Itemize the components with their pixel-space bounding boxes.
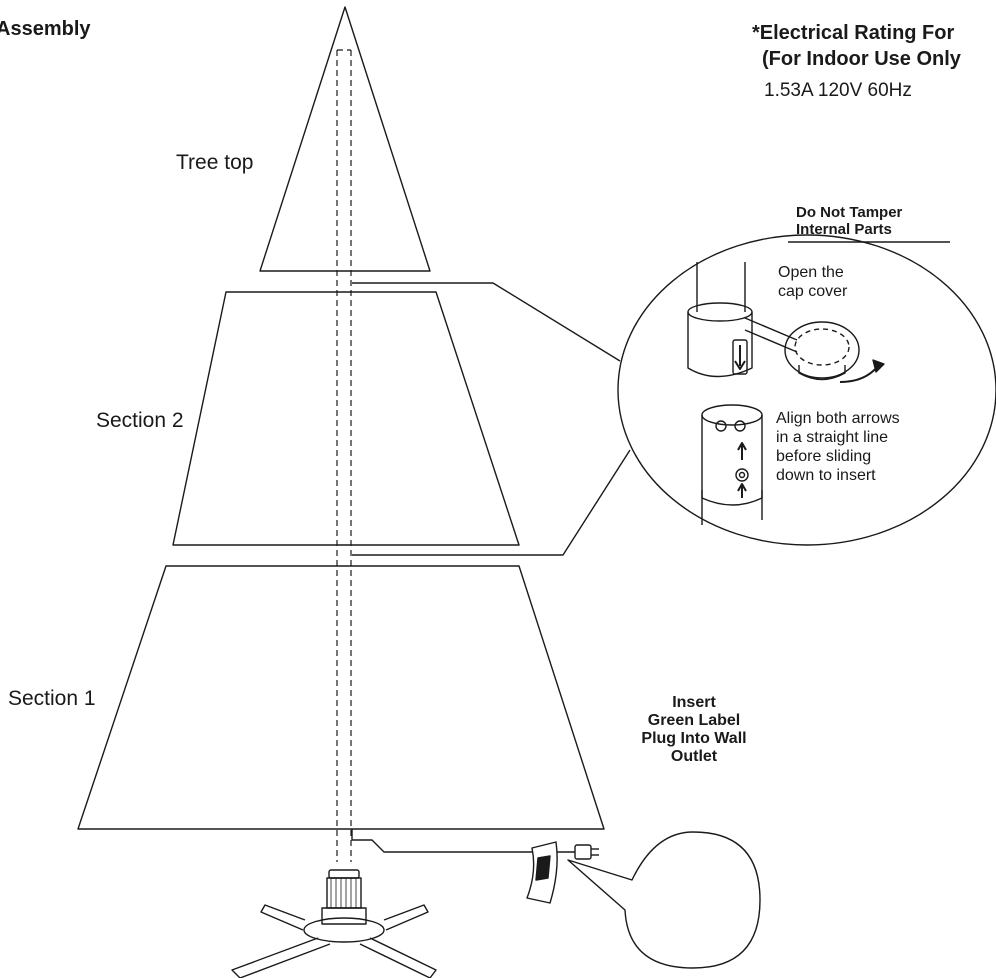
plug-callout-text: Insert Green Label Plug Into Wall Outlet — [633, 694, 755, 766]
warning-line-1: Do Not Tamper — [796, 204, 903, 221]
callout-line-1: Insert — [672, 694, 716, 711]
warning-line-2: Internal Parts — [796, 221, 892, 238]
tree-stand — [231, 869, 437, 978]
align-line-3: before sliding — [776, 448, 872, 465]
align-line-2: in a straight line — [776, 429, 889, 446]
electrical-rating-heading: *Electrical Rating For — [752, 22, 955, 44]
indoor-use-note: (For Indoor Use Only — [762, 48, 961, 70]
page-title: Assembly — [0, 18, 91, 40]
power-cord — [351, 829, 575, 853]
detail-leader-upper — [352, 282, 621, 362]
section-1-label: Section 1 — [8, 687, 96, 710]
warning-text: Do Not Tamper Internal Parts — [796, 204, 902, 238]
green-label-tag — [526, 841, 558, 904]
lower-tube-illustration — [701, 404, 763, 525]
tree-top-shape — [259, 6, 431, 272]
section-1-shape — [77, 565, 605, 830]
callout-line-4: Outlet — [670, 748, 718, 765]
center-pole — [336, 49, 352, 862]
callout-bubble — [567, 831, 761, 969]
cap-line-2: cap cover — [778, 283, 848, 300]
align-instruction: Align both arrows in a straight line bef… — [776, 409, 900, 485]
section-2-shape — [172, 291, 520, 546]
align-line-4: down to insert — [776, 467, 876, 484]
section-2-label: Section 2 — [96, 409, 184, 432]
electrical-rating-value: 1.53A 120V 60Hz — [764, 80, 912, 101]
detail-circle — [617, 234, 996, 546]
detail-leader-lower — [352, 449, 631, 556]
upper-tube-illustration — [687, 262, 798, 378]
plug-icon — [574, 844, 599, 860]
align-line-1: Align both arrows — [776, 410, 900, 427]
tree-top-label: Tree top — [176, 151, 254, 174]
cap-instruction: Open the cap cover — [778, 263, 847, 301]
cap-cover-illustration — [784, 321, 885, 383]
callout-line-2: Green Label — [647, 712, 741, 729]
cap-line-1: Open the — [778, 264, 844, 281]
callout-line-3: Plug Into Wall — [641, 730, 747, 747]
